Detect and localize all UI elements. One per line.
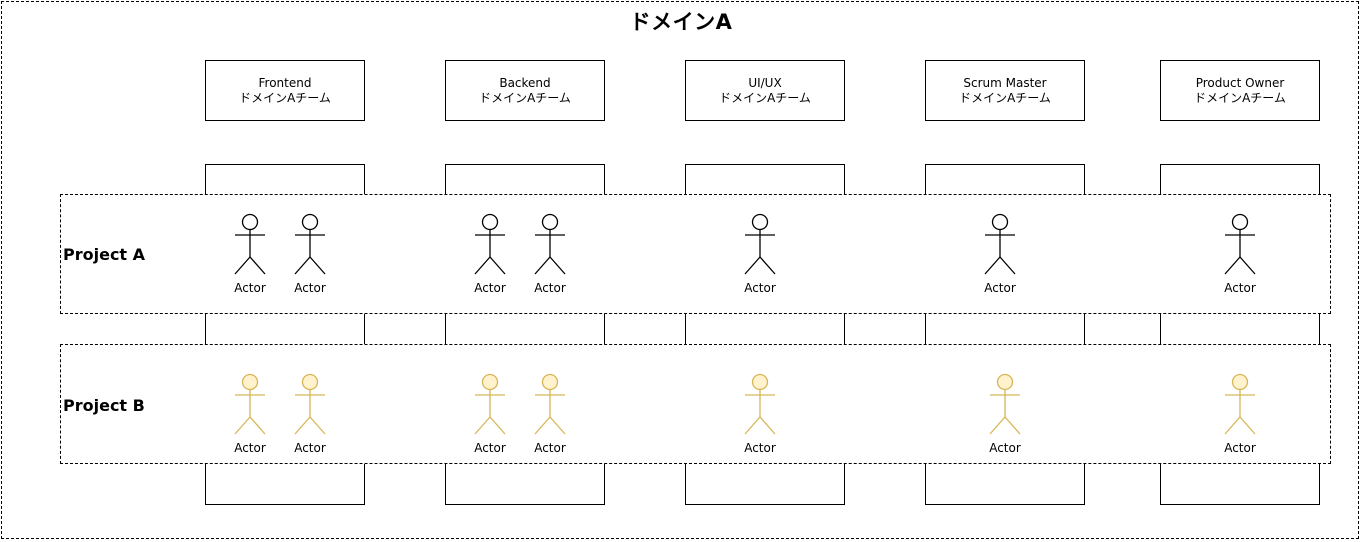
project-a-swimlane: Project A (60, 194, 1331, 314)
actor-label: Actor (234, 281, 266, 295)
actor-label: Actor (294, 441, 326, 455)
actor-icon: Actor (530, 373, 570, 463)
team-role: Product Owner (1195, 75, 1285, 90)
actor-icon: Actor (1220, 213, 1260, 303)
actor-icon: Actor (980, 213, 1020, 303)
actor-icon: Actor (290, 373, 330, 463)
team-name: ドメインAチーム (479, 90, 571, 105)
actor-icon: Actor (230, 373, 270, 463)
actor-label: Actor (234, 441, 266, 455)
actor-icon: Actor (470, 373, 510, 463)
actor-label: Actor (1224, 441, 1256, 455)
team-box-product-owner: Product Owner ドメインAチーム (1160, 60, 1320, 121)
actor-label: Actor (744, 441, 776, 455)
team-name: ドメインAチーム (1194, 90, 1286, 105)
actor-label: Actor (474, 441, 506, 455)
actor-icon: Actor (740, 373, 780, 463)
team-box-scrum-master: Scrum Master ドメインAチーム (925, 60, 1085, 121)
actor-label: Actor (984, 281, 1016, 295)
actor-label: Actor (534, 441, 566, 455)
team-role: UI/UX (748, 75, 782, 90)
team-box-frontend: Frontend ドメインAチーム (205, 60, 365, 121)
actor-icon: Actor (985, 373, 1025, 463)
domain-title: ドメインA (629, 10, 733, 34)
team-role: Backend (499, 75, 551, 90)
team-name: ドメインAチーム (239, 90, 331, 105)
actor-icon: Actor (740, 213, 780, 303)
team-name: ドメインAチーム (959, 90, 1051, 105)
actor-label: Actor (989, 441, 1021, 455)
actor-icon: Actor (530, 213, 570, 303)
actor-label: Actor (294, 281, 326, 295)
team-box-backend: Backend ドメインAチーム (445, 60, 605, 121)
team-name: ドメインAチーム (719, 90, 811, 105)
project-label: Project B (63, 396, 145, 415)
team-role: Scrum Master (963, 75, 1047, 90)
team-box-uiux: UI/UX ドメインAチーム (685, 60, 845, 121)
team-role: Frontend (258, 75, 312, 90)
actor-icon: Actor (290, 213, 330, 303)
project-label: Project A (63, 245, 146, 264)
actor-icon: Actor (470, 213, 510, 303)
actor-label: Actor (534, 281, 566, 295)
actor-label: Actor (744, 281, 776, 295)
actor-label: Actor (474, 281, 506, 295)
actor-icon: Actor (1220, 373, 1260, 463)
actor-label: Actor (1224, 281, 1256, 295)
project-b-swimlane: Project B (60, 344, 1331, 464)
actor-icon: Actor (230, 213, 270, 303)
